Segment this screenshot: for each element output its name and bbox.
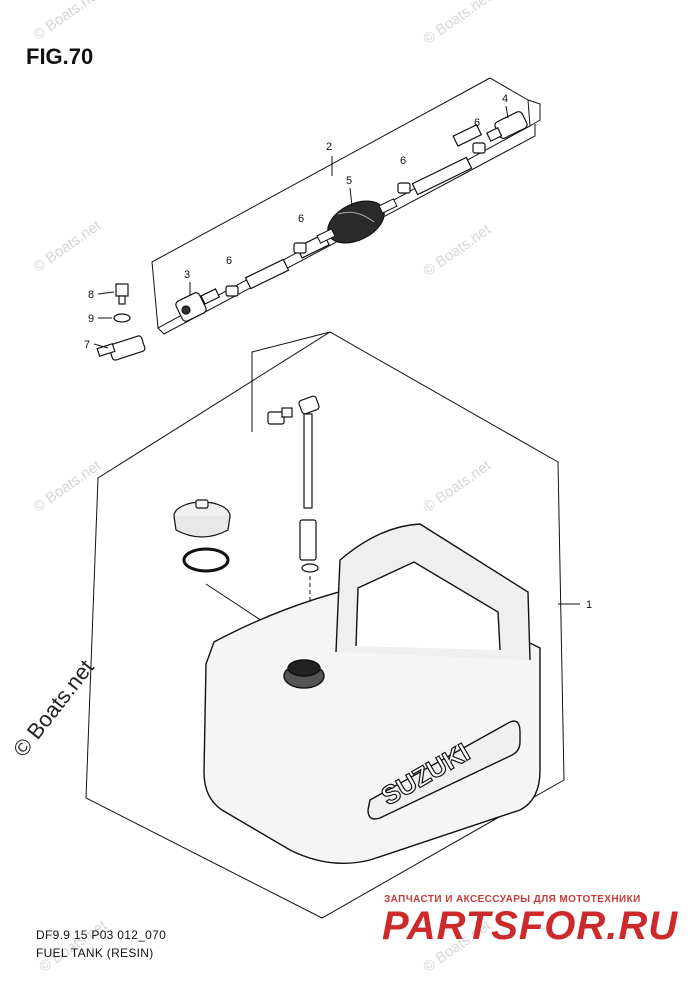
hose-frame-edge <box>527 99 541 127</box>
leader-line <box>505 105 509 119</box>
pickup-frame <box>251 331 331 432</box>
bolt-shank <box>118 295 126 305</box>
callout-9: 9 <box>88 313 94 325</box>
leader-line <box>93 343 109 349</box>
pickup-pipe <box>303 413 313 509</box>
callout-7: 7 <box>84 339 90 351</box>
washer <box>113 313 131 323</box>
callout-3: 3 <box>184 269 190 281</box>
pickup-elbow <box>298 395 320 415</box>
hose-segment <box>244 258 290 290</box>
engine-side-fittings <box>96 283 146 361</box>
bulb-nozzle <box>316 228 336 244</box>
callout-4: 4 <box>502 93 508 105</box>
cap-side <box>173 515 231 538</box>
bolt-head <box>115 283 129 297</box>
pickup-connector <box>281 407 293 418</box>
tank-connector <box>486 111 528 142</box>
hose-segment <box>411 156 473 196</box>
clamp-icon <box>293 242 307 254</box>
callout-2: 2 <box>326 141 332 153</box>
brand-name: PARTSFOR.RU <box>382 904 679 948</box>
brand-subtitle: ЗАПЧАСТИ И АКСЕССУАРЫ ДЛЯ МОТОТЕХНИКИ <box>384 894 641 905</box>
figure-caption: FUEL TANK (RESIN) <box>36 946 154 960</box>
fitting-nozzle <box>96 342 116 358</box>
fuel-cap <box>173 499 231 573</box>
engine-connector <box>175 288 221 322</box>
cap-vent <box>195 499 209 509</box>
bulb-highlight <box>337 211 375 223</box>
pickup-strainer <box>299 519 317 561</box>
figure-code: DF9.9 15 P03 012_070 <box>36 928 167 942</box>
connector-socket <box>181 305 191 315</box>
hose-segment <box>452 124 483 147</box>
connector-nozzle <box>200 288 221 305</box>
connector-body <box>175 292 207 322</box>
leader-line <box>349 187 353 207</box>
pickup-washer <box>301 563 319 573</box>
tank-label-plate <box>367 720 521 820</box>
callout-numbers: 1 2 3 4 5 6 6 6 6 7 8 9 <box>84 93 592 611</box>
callout-8: 8 <box>88 289 94 301</box>
fuel-tank: SUZUKI <box>203 523 541 864</box>
callout-6: 6 <box>298 213 304 225</box>
callout-5: 5 <box>346 175 352 187</box>
bulb-nozzle <box>378 198 398 214</box>
primer-bulb <box>316 198 398 244</box>
figure-title: FIG.70 <box>26 44 94 69</box>
clamp-icon <box>397 182 411 194</box>
primer-bulb-body <box>327 200 385 244</box>
clamp-icon <box>225 285 239 297</box>
tank-handle-opening <box>355 561 501 651</box>
filler-opening <box>287 659 321 677</box>
cap-gasket <box>182 547 230 573</box>
hose-assembly-frame <box>151 77 531 329</box>
callout-6: 6 <box>226 255 232 267</box>
hose-clamps <box>225 142 486 297</box>
pickup-connector <box>267 411 285 425</box>
pickup-assembly <box>267 395 320 573</box>
leader-line <box>97 291 115 295</box>
callout-6: 6 <box>474 117 480 129</box>
connector-nozzle <box>486 126 503 142</box>
callout-leaders <box>93 105 509 349</box>
callout-1: 1 <box>586 599 592 611</box>
callout-6: 6 <box>400 155 406 167</box>
clamp-icon <box>472 142 486 154</box>
